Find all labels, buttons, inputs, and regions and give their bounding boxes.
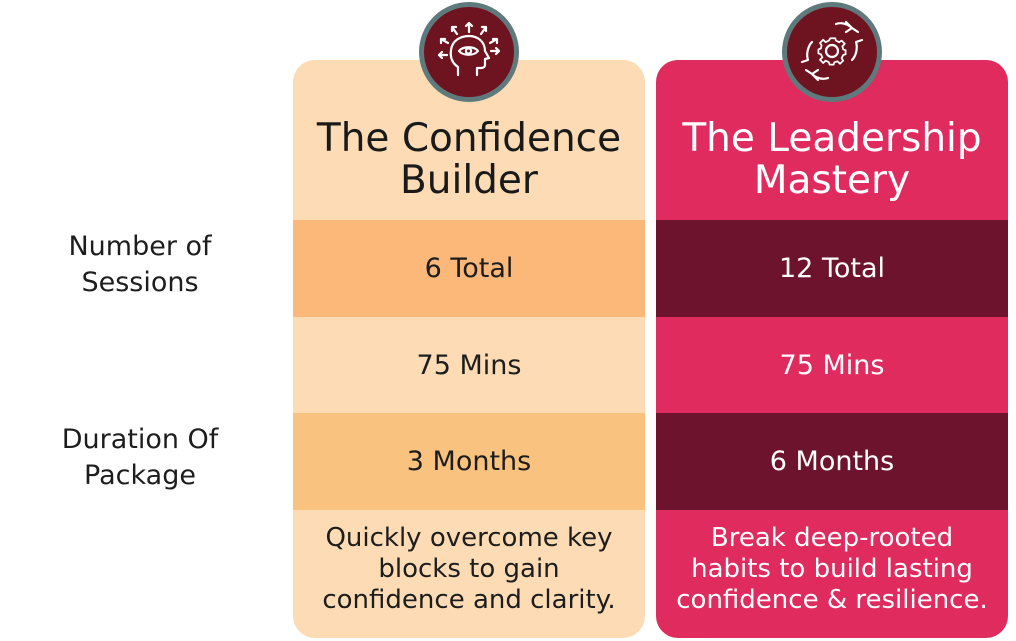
- sessions-cell: 12 Total: [656, 220, 1008, 317]
- desc-line: confidence & resilience.: [676, 585, 988, 615]
- desc-line: Break deep-rooted: [710, 523, 954, 553]
- minutes-cell: 75 Mins: [416, 349, 522, 381]
- title-line: Mastery: [753, 158, 911, 203]
- duration-cell: 6 Months: [656, 413, 1008, 510]
- package-card-leadership-mastery: The Leadership Mastery 12 Total 75 Mins …: [656, 60, 1008, 638]
- package-title: The Leadership Mastery: [656, 118, 1008, 202]
- package-card-confidence-builder: The Confidence Builder 6 Total 75 Mins 3…: [293, 60, 645, 638]
- label-line: Package: [84, 460, 196, 491]
- duration-cell: 3 Months: [293, 413, 645, 510]
- package-description: Break deep-rooted habits to build lastin…: [656, 523, 1008, 616]
- minutes-cell: 75 Mins: [779, 349, 885, 381]
- desc-line: habits to build lasting: [691, 554, 973, 584]
- desc-line: blocks to gain: [378, 554, 560, 584]
- sessions-cell: 6 Total: [293, 220, 645, 317]
- package-title: The Confidence Builder: [293, 118, 645, 202]
- desc-line: Quickly overcome key: [325, 523, 613, 553]
- title-line: The Confidence: [316, 116, 622, 161]
- label-line: Sessions: [81, 267, 199, 298]
- hands-gear-icon: [782, 2, 882, 102]
- label-number-of-sessions: Number of Sessions: [30, 229, 250, 301]
- package-description: Quickly overcome key blocks to gain conf…: [293, 523, 645, 616]
- desc-line: confidence and clarity.: [322, 585, 616, 615]
- label-line: Duration Of: [61, 424, 219, 455]
- mind-eye-icon: [419, 2, 519, 102]
- label-line: Number of: [68, 231, 212, 262]
- title-line: Builder: [400, 158, 538, 203]
- title-line: The Leadership: [682, 116, 982, 161]
- label-duration-of-package: Duration Of Package: [30, 422, 250, 494]
